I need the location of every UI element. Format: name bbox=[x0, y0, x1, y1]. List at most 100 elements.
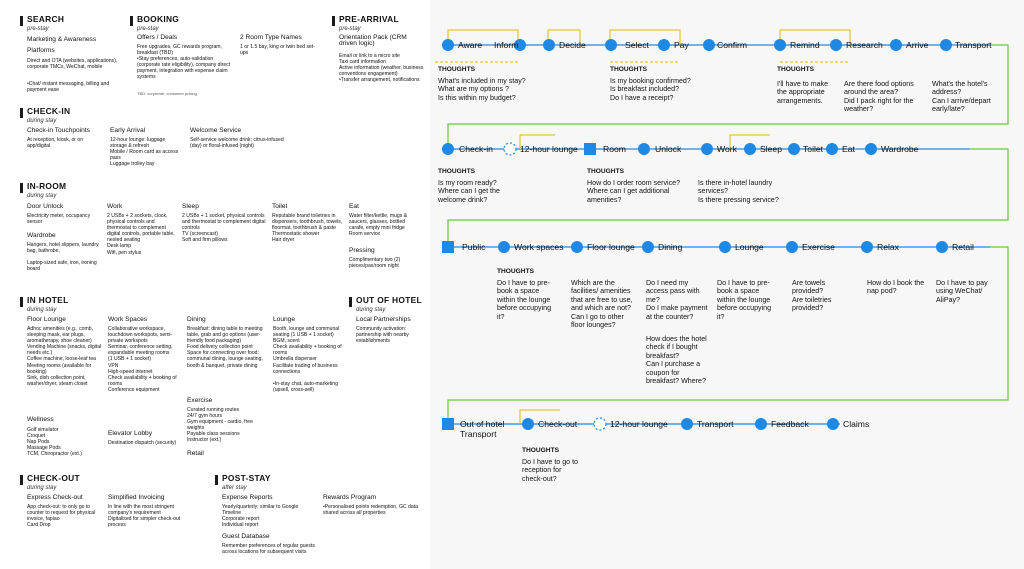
node-label: Pay bbox=[674, 40, 689, 50]
journey-node-12-hour-lounge bbox=[503, 142, 517, 156]
thought-text: I'll have to make the appropriate arrang… bbox=[777, 80, 829, 105]
node-label: Exercise bbox=[802, 242, 835, 252]
item-body: Water filter/kettle, mugs & saucers, gla… bbox=[349, 213, 408, 238]
journey-node-research bbox=[830, 39, 842, 51]
item-heading: Wellness bbox=[27, 416, 54, 423]
node-label: Public bbox=[462, 242, 486, 252]
section-phase: during stay bbox=[27, 307, 57, 313]
node-label: Transport bbox=[697, 419, 734, 429]
journey-node-remind bbox=[774, 39, 786, 51]
item-heading: Early Arrival bbox=[110, 127, 146, 134]
item-body: •Personalised points redemption, GC data… bbox=[323, 504, 418, 517]
item-heading: Guest Database bbox=[222, 533, 270, 540]
node-label: Lounge bbox=[735, 242, 764, 252]
thought-text: Is my booking confirmed? Is breakfast in… bbox=[610, 77, 691, 102]
thought-text: Is my room ready? Where can I get the we… bbox=[438, 179, 500, 204]
section-phase: pre-stay bbox=[137, 26, 159, 32]
item-body: Curated running routes 24/7 gym hours Gy… bbox=[187, 407, 253, 444]
section-title-booking: BOOKING bbox=[137, 14, 180, 24]
item-body: Destination dispatch (security) bbox=[108, 440, 177, 446]
thoughts-heading: THOUGHTS bbox=[522, 447, 559, 454]
section-marker bbox=[20, 475, 23, 485]
node-label: 12-hour lounge bbox=[520, 144, 578, 154]
item-heading: Exercise bbox=[187, 397, 213, 404]
thoughts-heading: THOUGHTS bbox=[587, 168, 624, 175]
item-body: Community activation: partnership with n… bbox=[356, 326, 409, 345]
item-heading: Toilet bbox=[272, 203, 288, 210]
item-heading: Expense Reports bbox=[222, 494, 273, 501]
node-label: Aware bbox=[458, 40, 483, 50]
journey-node-sleep bbox=[744, 143, 756, 155]
stage-bracket bbox=[609, 29, 681, 45]
section-marker bbox=[20, 297, 23, 307]
thought-text: Do I have to pay using WeChat/ AliPay? bbox=[936, 279, 988, 304]
item-heading: Rewards Program bbox=[323, 494, 377, 501]
node-label: Research bbox=[846, 40, 883, 50]
thought-text: Do I have to pre- book a space within th… bbox=[717, 279, 772, 321]
journey-node-aware bbox=[442, 39, 454, 51]
section-title-outofhotel: OUT OF HOTEL bbox=[356, 295, 422, 305]
section-phase: after stay bbox=[222, 485, 247, 491]
section-marker bbox=[349, 297, 352, 307]
section-title-prearrival: PRE-ARRIVAL bbox=[339, 14, 399, 24]
journey-node-arrive bbox=[890, 39, 902, 51]
item-heading: Dining bbox=[187, 316, 206, 323]
journey-node-exercise bbox=[786, 241, 798, 253]
journey-node-retail bbox=[936, 241, 948, 253]
node-label: Work bbox=[717, 144, 737, 154]
thought-text: Are there food options around the area? … bbox=[844, 80, 914, 114]
stage-bracket bbox=[547, 29, 581, 45]
section-title-checkout: CHECK-OUT bbox=[27, 473, 80, 483]
journey-node-pay bbox=[658, 39, 670, 51]
section-phase: during stay bbox=[356, 307, 386, 313]
node-label: Transport bbox=[955, 40, 992, 50]
item-body: At reception, kiosk, or on app/digital bbox=[27, 137, 84, 150]
section-marker bbox=[20, 16, 23, 26]
thought-text: Which are the facilities/ amenities that… bbox=[571, 279, 633, 330]
item-heading: Work Spaces bbox=[108, 316, 148, 323]
item-body: Reputable brand toiletries in dispensers… bbox=[272, 213, 343, 244]
journey-node-wardrobe bbox=[865, 143, 877, 155]
item-body: Electricity meter, occupancy sensor bbox=[27, 213, 91, 226]
section-title-checkin: CHECK-IN bbox=[27, 106, 71, 116]
node-label: Feedback bbox=[771, 419, 809, 429]
item-body: •Chat/ instant messaging, billing and pa… bbox=[27, 81, 110, 94]
thought-text: Do I have to pre- book a space within th… bbox=[497, 279, 552, 321]
node-label: 12-hour lounge bbox=[610, 419, 668, 429]
node-label: Retail bbox=[952, 242, 974, 252]
thoughts-heading: THOUGHTS bbox=[777, 66, 814, 73]
item-heading: Door Unlock bbox=[27, 203, 64, 210]
item-body: 12-hour lounge: luggage storage & refres… bbox=[110, 137, 179, 168]
item-heading: Lounge bbox=[273, 316, 296, 323]
item-heading: Orientation Pack (CRM driven logic) bbox=[339, 34, 407, 47]
thought-text: What's the hotel's address? Can I arrive… bbox=[932, 80, 991, 114]
item-heading: Simplified Invoicing bbox=[108, 494, 165, 501]
node-label: Room bbox=[603, 144, 626, 154]
section-title-poststay: POST-STAY bbox=[222, 473, 271, 483]
thought-text: Is there in-hotel laundry services? Is t… bbox=[698, 179, 779, 204]
stage-bracket bbox=[519, 409, 560, 424]
journey-node-select bbox=[605, 39, 617, 51]
thoughts-heading: THOUGHTS bbox=[610, 66, 647, 73]
node-label: Confirm bbox=[717, 40, 748, 50]
item-heading: Pressing bbox=[349, 247, 375, 254]
stage-bracket bbox=[519, 134, 555, 149]
node-label: Remind bbox=[790, 40, 820, 50]
journey-node-eat bbox=[826, 143, 838, 155]
journey-node-relax bbox=[861, 241, 873, 253]
thought-text: Are towels provided? Are toiletries prov… bbox=[792, 279, 832, 313]
node-label: Check-in bbox=[459, 144, 493, 154]
row-connector-green bbox=[447, 44, 1009, 149]
journey-node-lounge bbox=[719, 241, 731, 253]
section-phase: during stay bbox=[27, 118, 57, 124]
node-label: Select bbox=[625, 40, 649, 50]
item-heading: Work bbox=[107, 203, 123, 210]
journey-node-dining bbox=[642, 241, 654, 253]
section-phase: during stay bbox=[27, 485, 57, 491]
item-heading: Sleep bbox=[182, 203, 199, 210]
node-label: Toilet bbox=[803, 144, 824, 154]
thoughts-heading: THOUGHTS bbox=[438, 66, 475, 73]
journey-node-unlock bbox=[638, 143, 650, 155]
thought-text: Do I have to go to reception for check-o… bbox=[522, 458, 578, 483]
section-marker bbox=[215, 475, 218, 485]
